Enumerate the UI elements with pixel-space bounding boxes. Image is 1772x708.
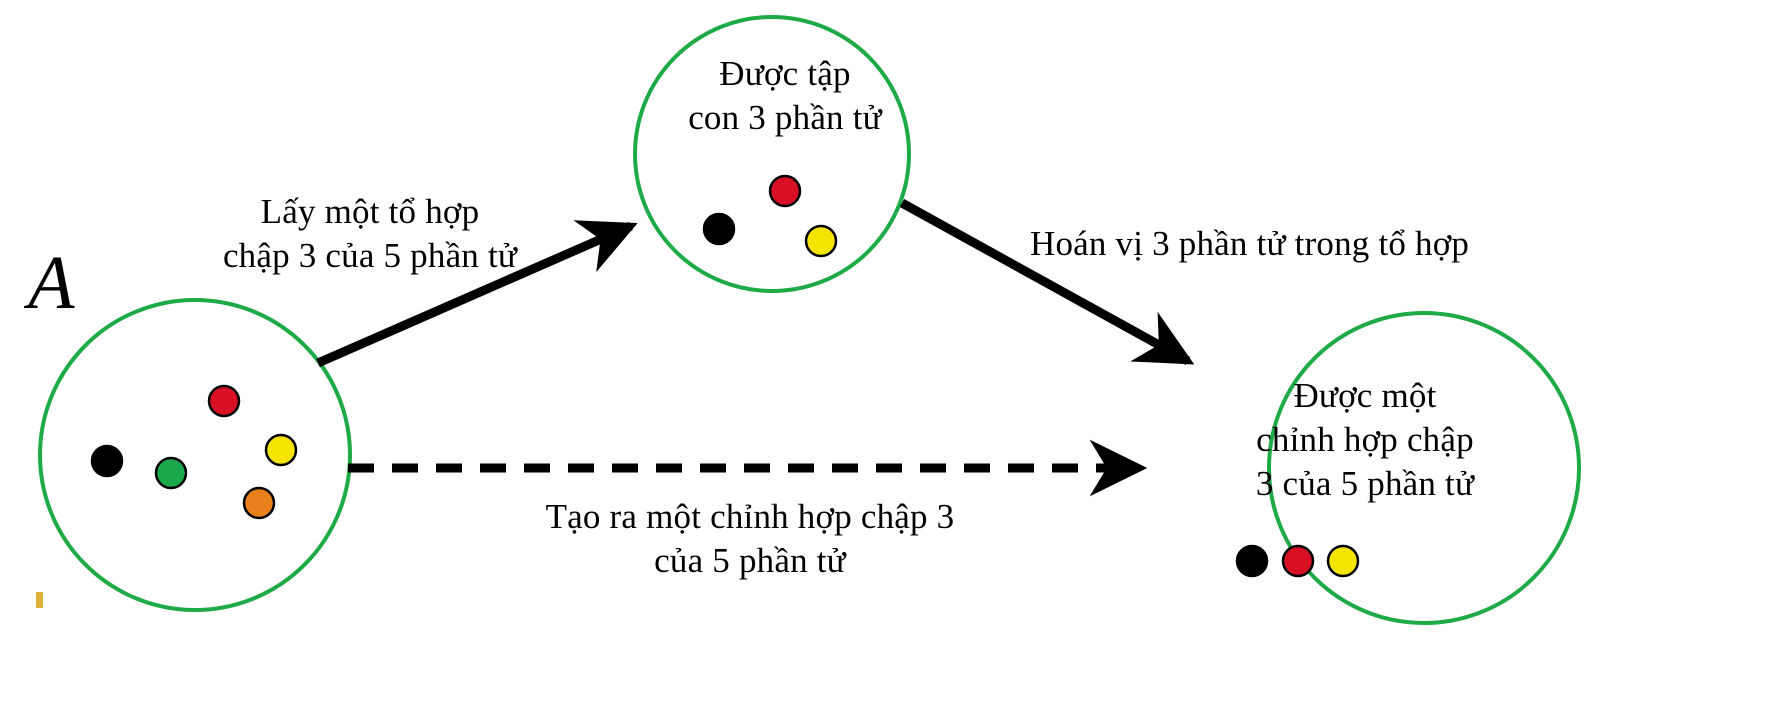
arrow-set-to-subset xyxy=(316,220,638,368)
set-a-dot-orange xyxy=(242,486,276,520)
arrow-subset-to-arrangement xyxy=(899,199,1195,365)
set-a-label: A xyxy=(28,241,75,325)
subset-dot-red xyxy=(768,174,802,208)
subset-dot-yellow xyxy=(804,224,838,258)
source-set-circle xyxy=(38,298,352,612)
label-subset-of-three: Được tập con 3 phần tử xyxy=(688,54,882,137)
set-a-dot-red xyxy=(207,384,241,418)
label-permute-three: Hoán vị 3 phần tử trong tổ hợp xyxy=(1030,224,1470,263)
arrangement-circle xyxy=(1267,311,1581,625)
arrangement-dot-red xyxy=(1281,544,1315,578)
arrangement-dot-yellow xyxy=(1326,544,1360,578)
subset-dot-black xyxy=(702,212,736,246)
label-arrangement-result: Được một chỉnh hợp chập 3 của 5 phần tử xyxy=(1255,376,1475,503)
arrangement-dot-black xyxy=(1235,544,1269,578)
stray-mark xyxy=(36,592,43,608)
label-create-arrangement: Tạo ra một chỉnh hợp chập 3 của 5 phần t… xyxy=(545,497,955,580)
set-a-dot-black xyxy=(90,444,124,478)
subset-circle xyxy=(633,15,911,293)
set-a-dot-green xyxy=(154,456,188,490)
set-a-dot-yellow xyxy=(264,433,298,467)
label-take-combination: Lấy một tổ hợp chập 3 của 5 phần tử xyxy=(222,192,518,275)
